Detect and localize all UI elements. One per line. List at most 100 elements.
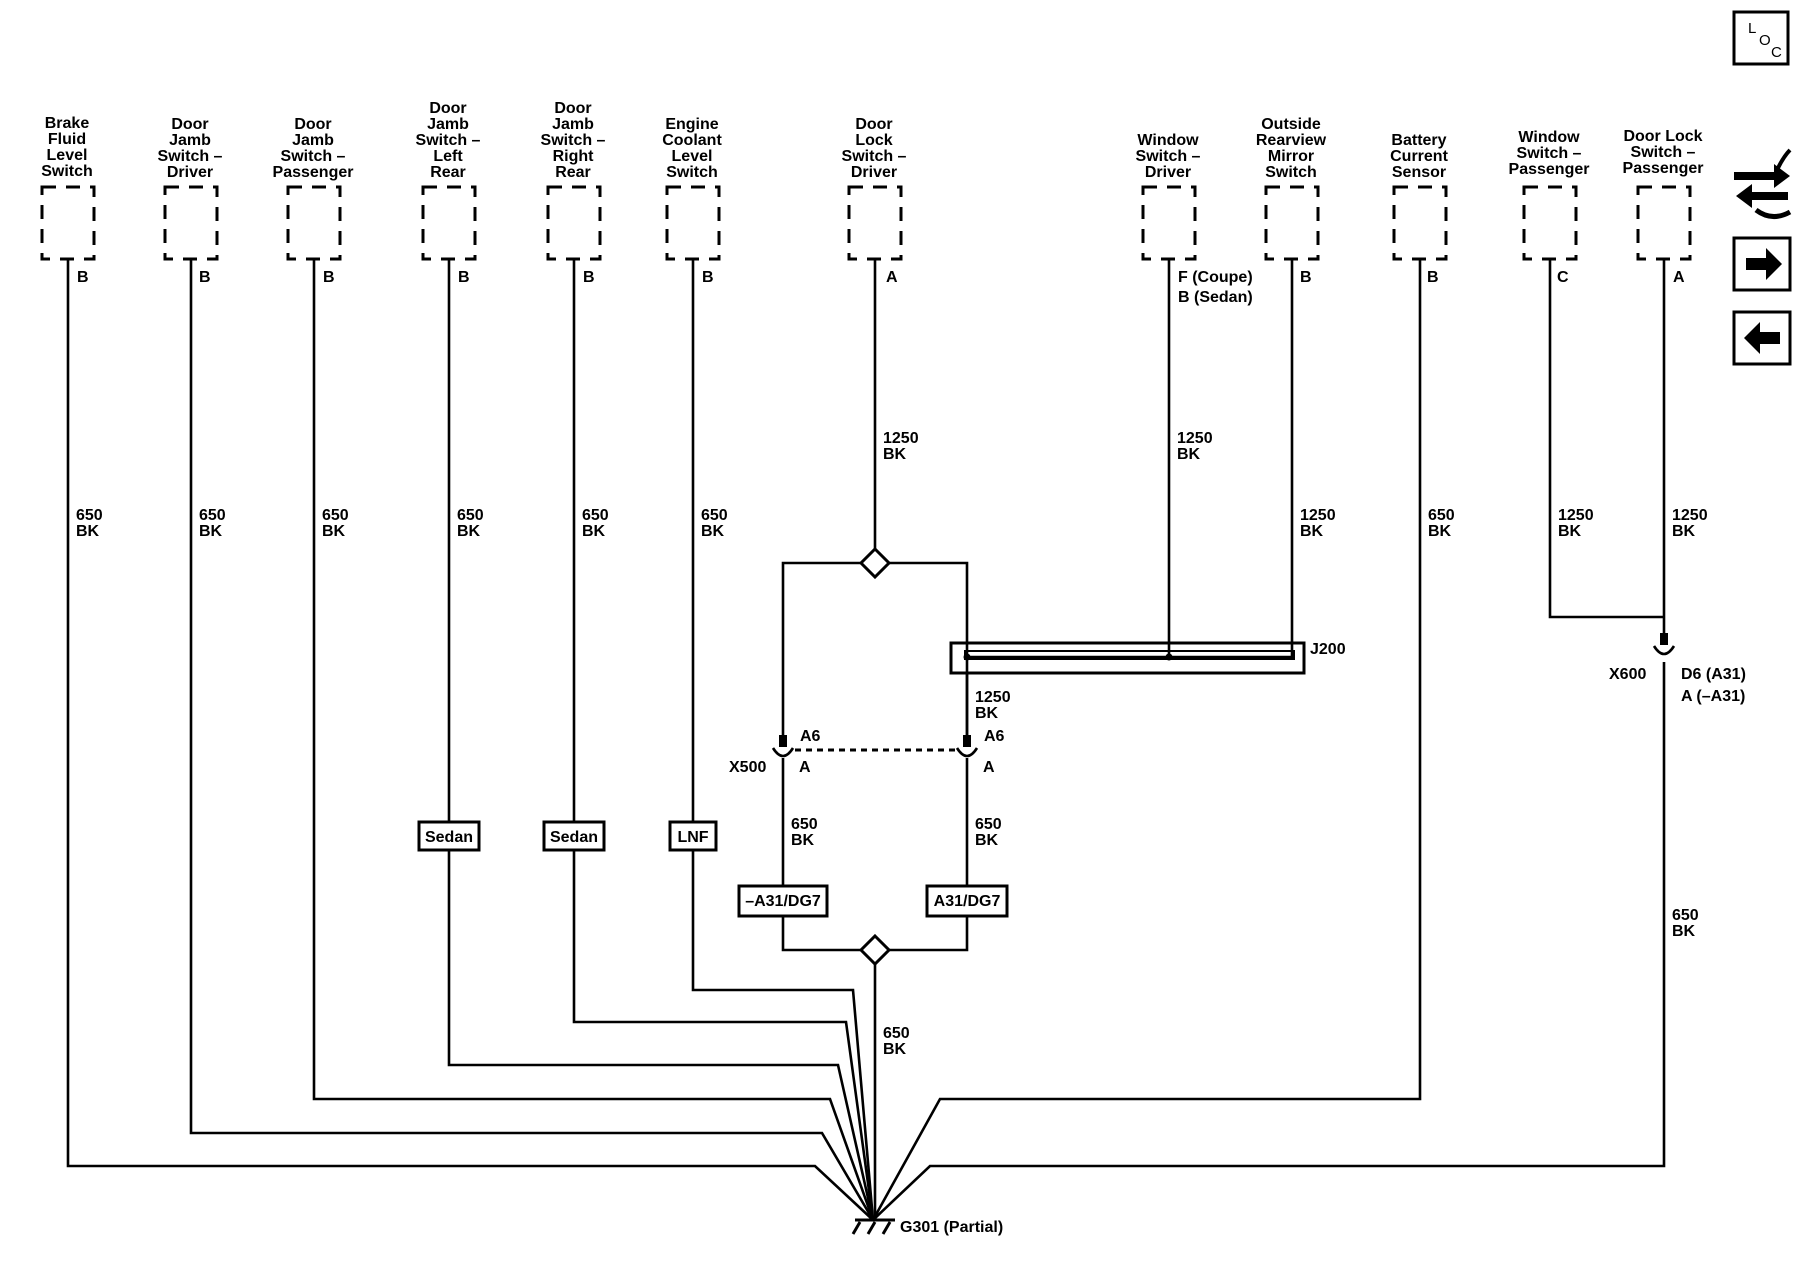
component-box-door-jamb-driver[interactable] — [163, 185, 219, 261]
wires — [66, 259, 1666, 1221]
wire-x600-down[interactable] — [872, 662, 1666, 1221]
component-box-window-switch-driver[interactable] — [1141, 185, 1197, 261]
label-line: Right — [553, 148, 595, 165]
wire-door-jamb-right-rear-lower[interactable] — [572, 850, 875, 1221]
label-line: Driver — [851, 164, 897, 181]
wire-window-switch-passenger[interactable] — [1548, 259, 1664, 619]
option-label: Sedan — [425, 829, 473, 846]
component-box-battery-sensor[interactable] — [1392, 185, 1448, 261]
option-label: LNF — [677, 829, 708, 846]
prev-button[interactable] — [1732, 310, 1792, 366]
wire-brake[interactable] — [66, 259, 874, 1221]
ground-tick — [851, 1221, 862, 1235]
component-box-door-lock-driver[interactable] — [847, 185, 903, 261]
label-line: Jamb — [427, 116, 469, 133]
label-line: Rear — [430, 164, 466, 181]
label-line: Driver — [167, 164, 213, 181]
label-line: Door — [294, 116, 331, 133]
loc-button-frame[interactable] — [1732, 10, 1790, 66]
label-line: Door — [429, 100, 466, 117]
component-outside-mirror-label: Outside Rearview Mirror Switch — [1256, 116, 1327, 181]
wire-size: 1250 — [883, 430, 919, 447]
splice-j200[interactable]: J200 — [949, 641, 1346, 738]
component-box-outside-mirror[interactable] — [1264, 185, 1320, 261]
component-box-door-jamb-passenger[interactable] — [286, 185, 342, 261]
component-box-door-jamb-left-rear[interactable] — [421, 185, 477, 261]
wire-splice-right-branch[interactable] — [889, 561, 969, 738]
loc-button[interactable]: L O C — [1732, 10, 1790, 66]
component-box-door-jamb-right-rear[interactable] — [546, 185, 602, 261]
wire-splice-left-branch[interactable] — [781, 561, 861, 738]
ground-g301[interactable]: G301 (Partial) — [851, 1218, 1003, 1236]
component-door-jamb-left-rear-label: Door Jamb Switch – Left Rear — [416, 100, 481, 181]
wire-door-jamb-driver[interactable] — [189, 259, 875, 1221]
wire-engine-coolant-lower[interactable] — [691, 850, 875, 1221]
component-battery-sensor-label: Battery Current Sensor — [1390, 132, 1448, 181]
component-box-window-switch-passenger[interactable] — [1522, 185, 1578, 261]
connector-pin-label: A — [799, 759, 811, 776]
wire-size: 1250 — [1300, 507, 1336, 524]
connector-pin-male — [779, 735, 787, 747]
wire-bottom-splice-right[interactable] — [889, 916, 969, 952]
option-box-lnf[interactable] — [668, 820, 718, 852]
label-line: Switch – — [281, 148, 346, 165]
wire-door-jamb-left-rear-lower[interactable] — [447, 850, 875, 1221]
wire-color: BK — [701, 523, 725, 540]
connector-label: X600 — [1609, 666, 1646, 683]
label-line: Battery — [1391, 132, 1446, 149]
wire-battery-sensor[interactable] — [871, 259, 1422, 1221]
connector-socket — [955, 747, 979, 758]
splice-label: J200 — [1310, 641, 1346, 658]
wire-color: BK — [1428, 523, 1452, 540]
wire-color: BK — [975, 705, 999, 722]
label-line: Coolant — [662, 132, 722, 149]
wire-outside-mirror[interactable] — [967, 259, 1294, 659]
connector-x600[interactable]: X600 D6 (A31) A (–A31) — [1609, 633, 1746, 705]
wire-color: BK — [975, 832, 999, 849]
pin-label: B — [1427, 269, 1439, 286]
option-box-a31[interactable] — [925, 884, 1009, 918]
component-box-door-lock-passenger[interactable] — [1636, 185, 1692, 261]
component-door-jamb-driver-label: Door Jamb Switch – Driver — [158, 116, 223, 181]
component-boxes — [40, 185, 1692, 261]
splice-diamond-top[interactable] — [858, 546, 892, 580]
label-line: Switch – — [1136, 148, 1201, 165]
label-line: Level — [672, 148, 713, 165]
wire-color: BK — [199, 523, 223, 540]
label-line: Outside — [1261, 116, 1321, 133]
component-box-engine-coolant[interactable] — [665, 185, 721, 261]
option-box-sedan-right-rear[interactable] — [542, 820, 606, 852]
connector-pin-label: D6 (A31) — [1681, 666, 1746, 683]
splice-diamond-bottom[interactable] — [858, 933, 892, 967]
label-line: Door — [855, 116, 892, 133]
wire-door-jamb-passenger[interactable] — [312, 259, 875, 1221]
label-line: Switch – — [1517, 145, 1582, 162]
pin-label: A — [886, 269, 898, 286]
harness-arrow-bottom — [1736, 184, 1788, 208]
label-line: Engine — [665, 116, 718, 133]
label-line: Rearview — [1256, 132, 1327, 149]
option-box-sedan-left-rear[interactable] — [417, 820, 481, 852]
label-line: Door — [554, 100, 591, 117]
component-box-brake[interactable] — [40, 185, 96, 261]
component-door-lock-driver-label: Door Lock Switch – Driver — [842, 116, 907, 181]
label-line: Switch – — [158, 148, 223, 165]
wire-color: BK — [1672, 523, 1696, 540]
component-engine-coolant-label: Engine Coolant Level Switch — [662, 116, 722, 181]
pin-labels: B B B B B B A F (Coupe) B (Sedan) B B C … — [77, 269, 1685, 306]
ground-label: G301 (Partial) — [900, 1219, 1003, 1236]
wire-color: BK — [791, 832, 815, 849]
wire-size: 650 — [76, 507, 103, 524]
wire-color: BK — [1672, 923, 1696, 940]
harness-connector-icon[interactable] — [1734, 148, 1792, 219]
label-line: Switch – — [1631, 144, 1696, 161]
pin-label: B — [702, 269, 714, 286]
wire-bottom-splice-left[interactable] — [781, 916, 861, 952]
pin-label: B — [199, 269, 211, 286]
next-button[interactable] — [1732, 236, 1792, 292]
option-box-no-a31[interactable] — [737, 884, 829, 918]
pin-label: B — [323, 269, 335, 286]
wire-color: BK — [1300, 523, 1324, 540]
label-line: Driver — [1145, 164, 1191, 181]
connector-x500[interactable]: X500 A6 A A6 A — [729, 728, 1005, 776]
